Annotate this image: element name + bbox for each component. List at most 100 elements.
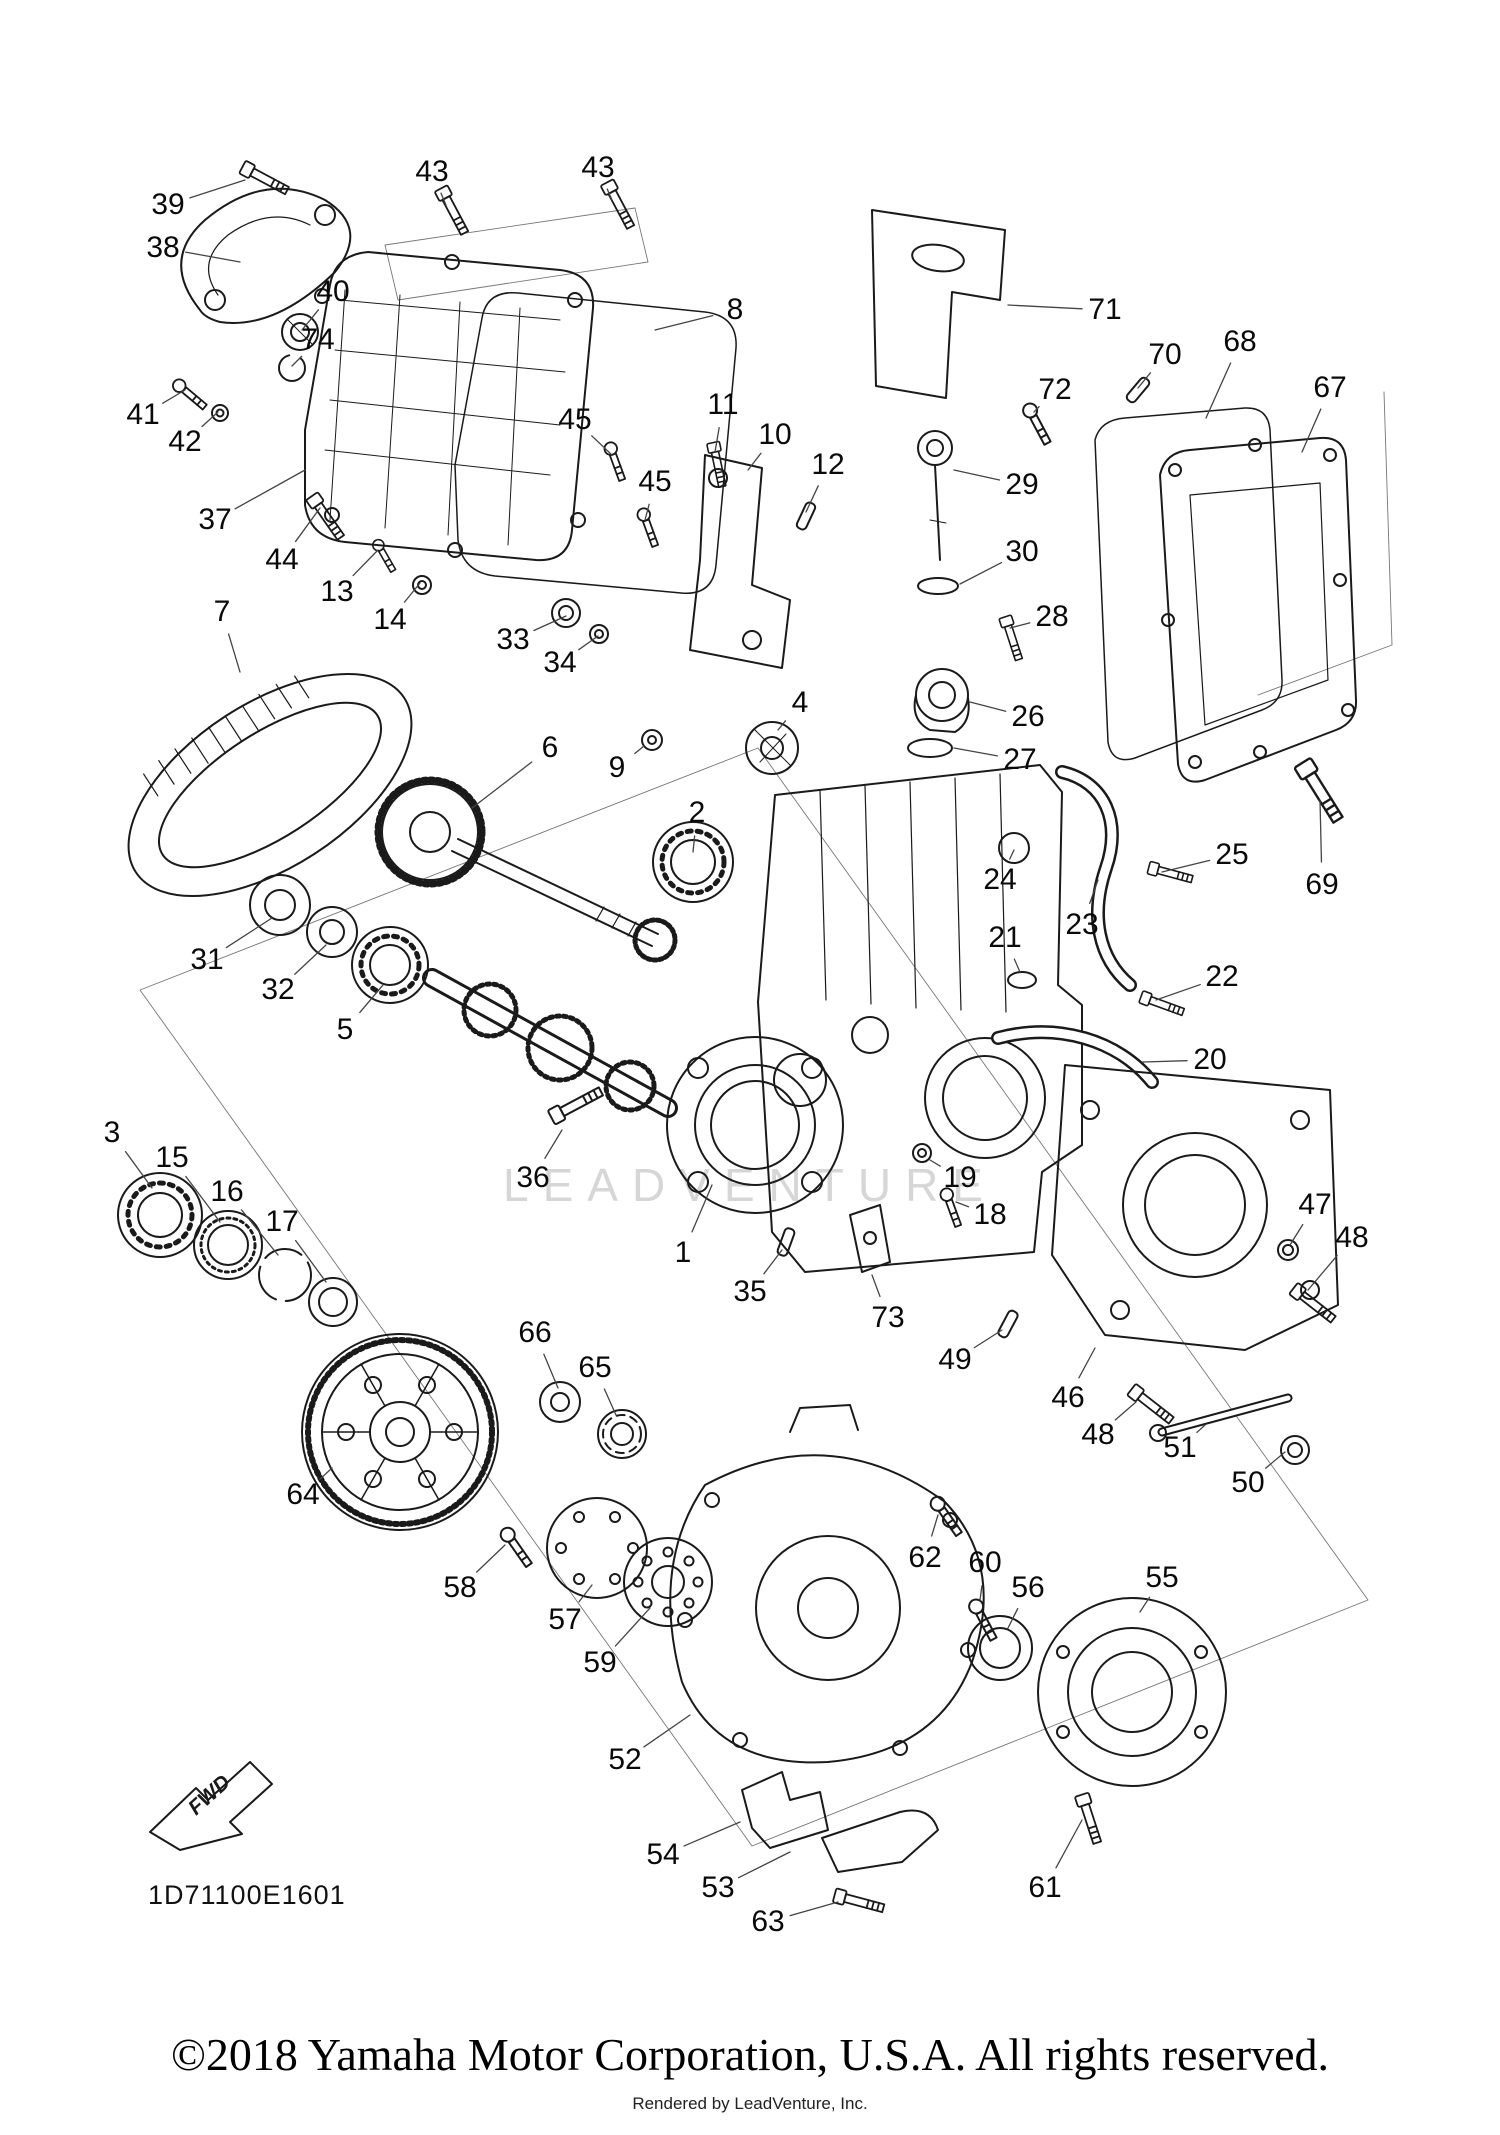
callout-7[interactable]: 7	[213, 595, 231, 628]
outlet-hose	[991, 1025, 1159, 1089]
bracket-71	[871, 209, 1006, 399]
washer-66	[539, 1381, 581, 1423]
callout-44[interactable]: 44	[265, 543, 299, 576]
callout-8[interactable]: 8	[726, 293, 744, 326]
callout-51[interactable]: 51	[1163, 1431, 1197, 1464]
cap-4	[745, 721, 799, 775]
callout-18[interactable]: 18	[973, 1198, 1007, 1231]
callout-15[interactable]: 15	[155, 1141, 189, 1174]
round-cover	[1037, 1597, 1227, 1787]
snap-ring-16	[258, 1248, 312, 1302]
callout-71[interactable]: 71	[1088, 293, 1122, 326]
callout-14[interactable]: 14	[373, 603, 407, 636]
callout-33[interactable]: 33	[496, 623, 530, 656]
callout-42[interactable]: 42	[168, 425, 202, 458]
callout-72[interactable]: 72	[1038, 373, 1072, 406]
callout-17[interactable]: 17	[265, 1205, 299, 1238]
washer-32	[306, 906, 358, 958]
callout-61[interactable]: 61	[1028, 1871, 1062, 1904]
guard-brackets	[741, 1771, 939, 1873]
callout-66[interactable]: 66	[518, 1316, 552, 1349]
callout-60[interactable]: 60	[968, 1546, 1002, 1579]
callout-70[interactable]: 70	[1148, 338, 1182, 371]
copyright-text: ©2018 Yamaha Motor Corporation, U.S.A. A…	[170, 2029, 1330, 2080]
callout-13[interactable]: 13	[320, 575, 354, 608]
callout-46[interactable]: 46	[1051, 1381, 1085, 1414]
callout-40[interactable]: 40	[316, 275, 350, 308]
callout-52[interactable]: 52	[608, 1743, 642, 1776]
callout-64[interactable]: 64	[286, 1478, 320, 1511]
callout-26[interactable]: 26	[1011, 700, 1045, 733]
washer-34	[589, 624, 609, 644]
collar-17	[308, 1277, 358, 1327]
nut-65	[597, 1409, 647, 1459]
callout-45[interactable]: 45	[558, 403, 592, 436]
callout-2[interactable]: 2	[688, 796, 706, 829]
callout-74[interactable]: 74	[301, 323, 335, 356]
callout-53[interactable]: 53	[701, 1871, 735, 1904]
callout-23[interactable]: 23	[1065, 908, 1099, 941]
callout-39[interactable]: 39	[151, 188, 185, 221]
callout-43[interactable]: 43	[581, 151, 615, 184]
washer-47	[1277, 1239, 1299, 1261]
o-ring-27	[907, 738, 953, 758]
stud-51	[1149, 1393, 1293, 1442]
callout-54[interactable]: 54	[646, 1838, 680, 1871]
callout-48[interactable]: 48	[1081, 1418, 1115, 1451]
callout-19[interactable]: 19	[943, 1161, 977, 1194]
callout-22[interactable]: 22	[1205, 960, 1239, 993]
callout-59[interactable]: 59	[583, 1646, 617, 1679]
callout-48[interactable]: 48	[1335, 1221, 1369, 1254]
callout-58[interactable]: 58	[443, 1571, 477, 1604]
callout-1[interactable]: 1	[674, 1236, 692, 1269]
callout-43[interactable]: 43	[415, 155, 449, 188]
callout-68[interactable]: 68	[1223, 325, 1257, 358]
callout-67[interactable]: 67	[1313, 371, 1347, 404]
bearing-3	[117, 1172, 203, 1258]
callout-28[interactable]: 28	[1035, 600, 1069, 633]
callout-11[interactable]: 11	[707, 388, 739, 421]
callout-45[interactable]: 45	[638, 465, 672, 498]
callout-5[interactable]: 5	[336, 1013, 354, 1046]
callout-27[interactable]: 27	[1003, 743, 1037, 776]
callout-31[interactable]: 31	[190, 943, 224, 976]
callout-55[interactable]: 55	[1145, 1561, 1179, 1594]
callout-37[interactable]: 37	[198, 503, 232, 536]
small-cap-56	[967, 1615, 1033, 1681]
diagram-code: 1D71100E1601	[148, 1880, 346, 1910]
callout-3[interactable]: 3	[103, 1116, 121, 1149]
callout-63[interactable]: 63	[751, 1905, 785, 1938]
callout-35[interactable]: 35	[733, 1275, 767, 1308]
callout-56[interactable]: 56	[1011, 1571, 1045, 1604]
collar-31	[249, 874, 311, 936]
callout-20[interactable]: 20	[1193, 1043, 1227, 1076]
callout-10[interactable]: 10	[758, 418, 792, 451]
callout-30[interactable]: 30	[1005, 535, 1039, 568]
callout-25[interactable]: 25	[1215, 838, 1249, 871]
callout-34[interactable]: 34	[543, 646, 577, 679]
callout-65[interactable]: 65	[578, 1351, 612, 1384]
callout-21[interactable]: 21	[988, 921, 1022, 954]
callout-69[interactable]: 69	[1305, 868, 1339, 901]
callout-41[interactable]: 41	[126, 398, 160, 431]
callout-6[interactable]: 6	[541, 731, 559, 764]
callout-9[interactable]: 9	[608, 751, 626, 784]
callout-49[interactable]: 49	[938, 1343, 972, 1376]
callout-32[interactable]: 32	[261, 973, 295, 1006]
belt-cover	[669, 1404, 985, 1764]
callout-62[interactable]: 62	[908, 1541, 942, 1574]
callout-36[interactable]: 36	[516, 1161, 550, 1194]
callout-16[interactable]: 16	[210, 1175, 244, 1208]
dipstick	[917, 430, 953, 561]
callout-73[interactable]: 73	[871, 1301, 905, 1334]
callout-47[interactable]: 47	[1298, 1188, 1332, 1221]
callout-57[interactable]: 57	[548, 1603, 582, 1636]
callout-4[interactable]: 4	[791, 686, 809, 719]
callout-12[interactable]: 12	[811, 448, 845, 481]
callout-29[interactable]: 29	[1005, 468, 1039, 501]
callout-50[interactable]: 50	[1231, 1466, 1265, 1499]
rear-housing	[1051, 1064, 1339, 1351]
callout-24[interactable]: 24	[983, 863, 1017, 896]
callout-38[interactable]: 38	[146, 231, 180, 264]
snap-ring-74	[278, 354, 306, 382]
